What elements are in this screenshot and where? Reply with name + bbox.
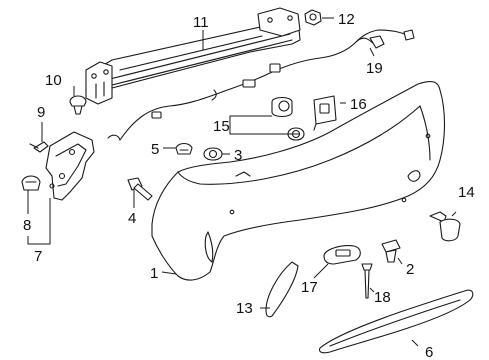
washer-clip-part bbox=[381, 239, 401, 263]
callout-10: 10 bbox=[45, 72, 62, 89]
callout-11: 11 bbox=[193, 14, 209, 31]
callout-5: 5 bbox=[151, 141, 159, 158]
push-clip-part bbox=[69, 95, 87, 115]
callout-1: 1 bbox=[150, 265, 158, 282]
callout-14: 14 bbox=[458, 184, 475, 201]
side-bracket-part bbox=[45, 131, 95, 201]
clip-fastener-part bbox=[21, 175, 41, 191]
callout-13: 13 bbox=[236, 300, 253, 317]
callout-15: 15 bbox=[213, 118, 230, 135]
callout-12: 12 bbox=[338, 11, 355, 28]
callout-4: 4 bbox=[128, 210, 136, 227]
pin-part bbox=[361, 263, 373, 299]
callout-17: 17 bbox=[301, 279, 318, 296]
lower-valance-part bbox=[318, 289, 474, 354]
callout-7: 7 bbox=[34, 248, 42, 265]
callout-19: 19 bbox=[366, 60, 383, 77]
tow-hook-cap-part bbox=[429, 211, 461, 242]
callout-16: 16 bbox=[350, 96, 367, 113]
callout-8: 8 bbox=[23, 217, 31, 234]
small-clip-part bbox=[175, 142, 193, 155]
callout-2: 2 bbox=[406, 261, 414, 278]
callout-6: 6 bbox=[425, 344, 433, 360]
screw-part bbox=[29, 141, 49, 153]
callout-18: 18 bbox=[374, 289, 391, 306]
bumper-cover-part bbox=[151, 80, 445, 281]
reflector-part bbox=[265, 261, 299, 318]
callout-labels: 11 12 19 10 9 15 16 5 3 4 8 7 1 14 2 17 … bbox=[23, 11, 475, 360]
license-lamp-part bbox=[323, 245, 361, 265]
impact-bar-part bbox=[85, 7, 301, 105]
wiring-harness-part bbox=[107, 29, 415, 141]
sensor-bracket-part bbox=[313, 95, 337, 131]
callout-9: 9 bbox=[37, 104, 45, 121]
callout-3: 3 bbox=[234, 147, 242, 164]
leader-lines bbox=[27, 17, 457, 347]
nut-part bbox=[304, 9, 322, 26]
retainer-part bbox=[203, 147, 223, 161]
bolt-part bbox=[127, 177, 153, 201]
